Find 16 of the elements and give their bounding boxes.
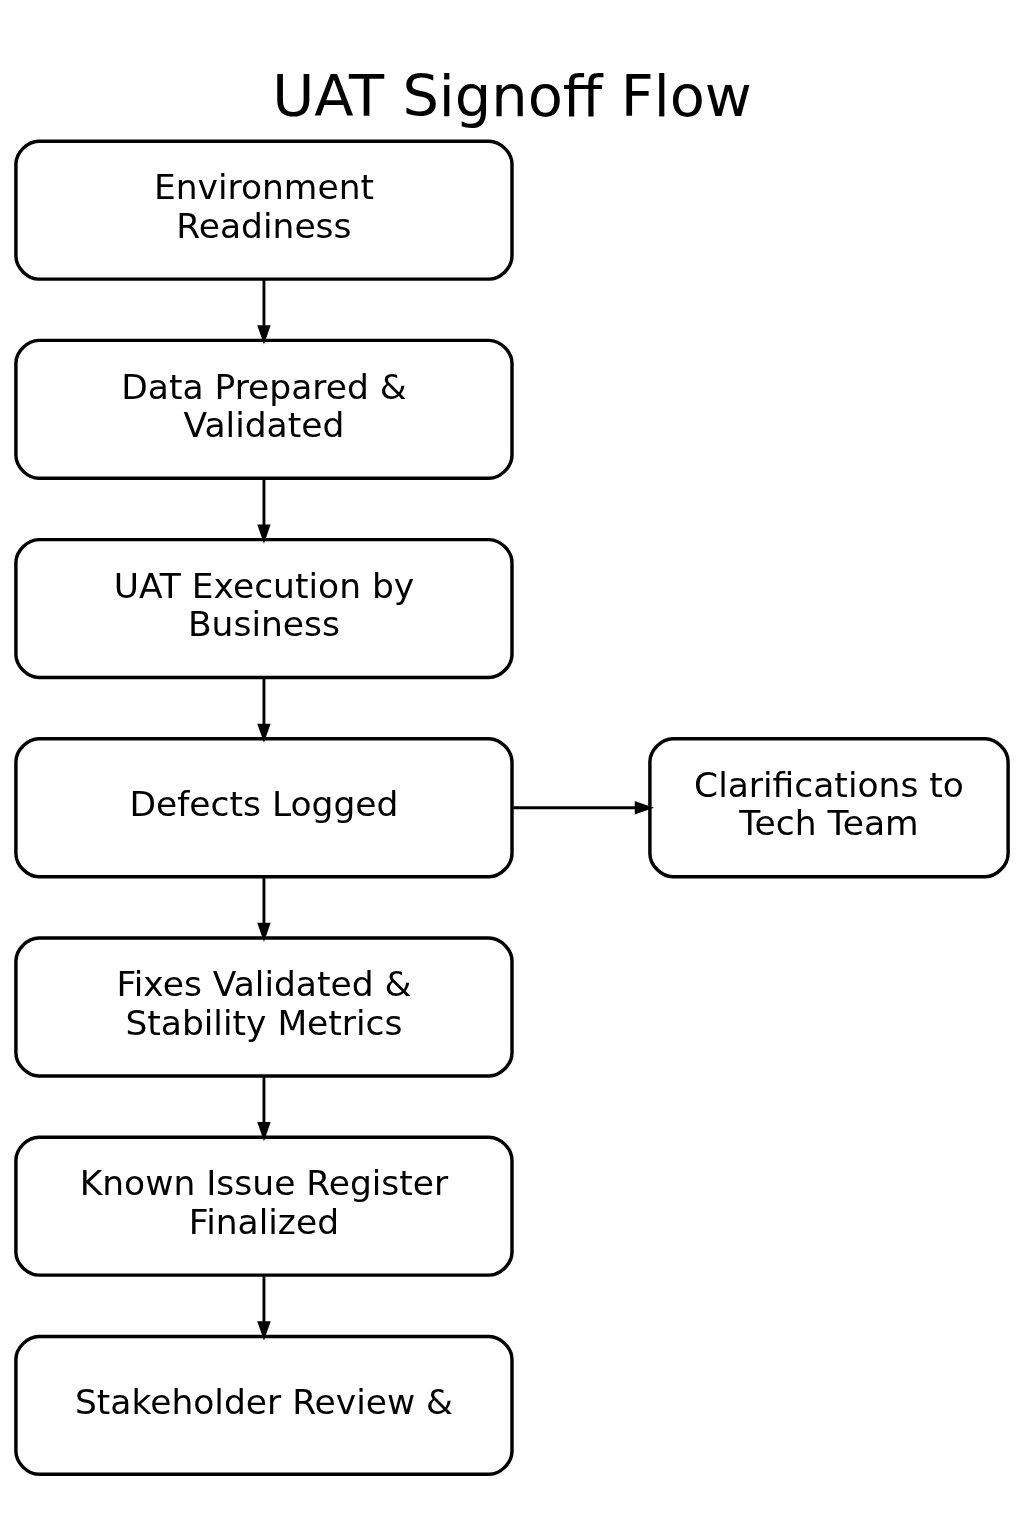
arrow	[257, 876, 271, 942]
node-box: Data Prepared & Validated	[14, 338, 514, 480]
diagram-title: UAT Signoff Flow	[272, 62, 752, 130]
arrow	[257, 478, 271, 544]
arrow	[512, 800, 654, 814]
arrow	[257, 1075, 271, 1141]
arrow	[257, 1274, 271, 1340]
node-box: Known Issue Register Finalized	[14, 1135, 514, 1277]
node-box: Fixes Validated & Stability Metrics	[14, 935, 514, 1078]
arrow	[257, 677, 271, 743]
node-box: Environment Readiness	[14, 138, 514, 281]
node-box: Clarifications to Tech Team	[648, 736, 1010, 878]
node-box: Stakeholder Review &	[14, 1334, 514, 1476]
node-box: UAT Execution by Business	[14, 537, 514, 679]
node-box: Defects Logged	[14, 736, 514, 878]
arrow	[257, 278, 271, 344]
